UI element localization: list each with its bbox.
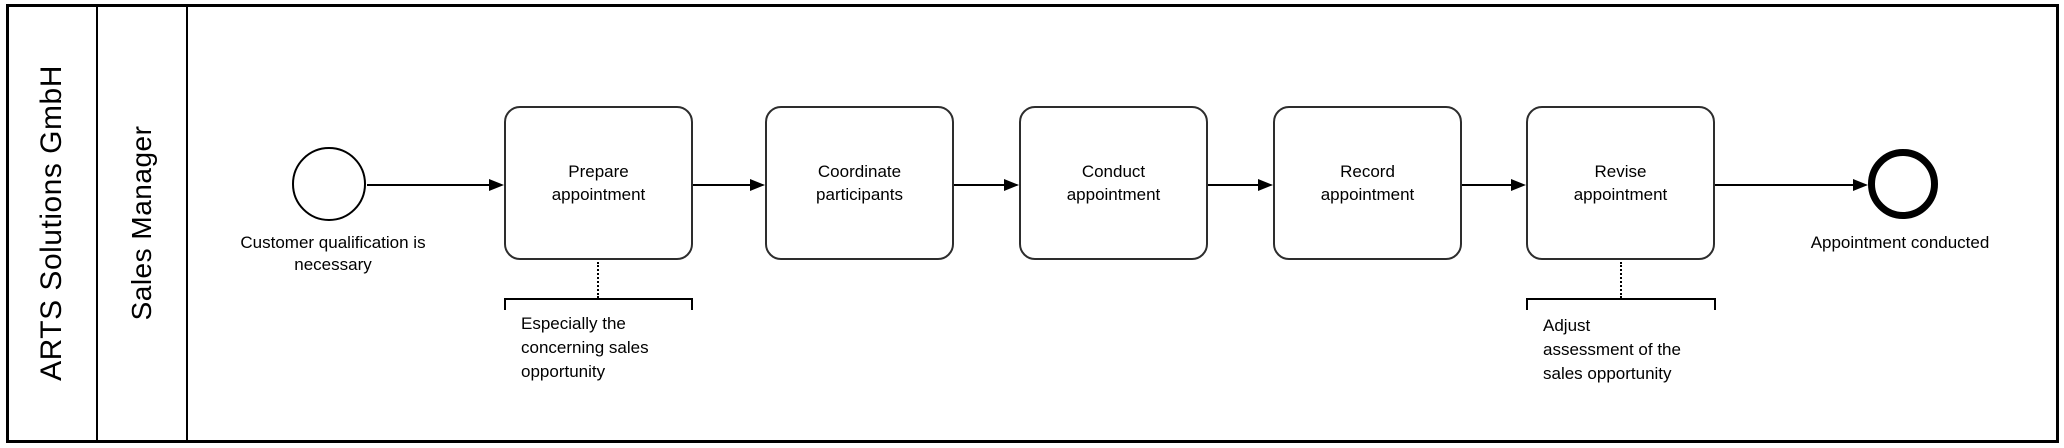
arrow-shaft <box>1715 183 1857 187</box>
task-label: Conduct appointment <box>1066 162 1161 204</box>
arrowhead-icon <box>1258 179 1273 191</box>
arrowhead-icon <box>1511 179 1526 191</box>
arrow-shaft <box>1462 183 1515 187</box>
association-dotted-line <box>1620 262 1622 298</box>
annotation-bracket <box>1526 298 1716 310</box>
arrow-shaft <box>954 183 1008 187</box>
arrow-shaft <box>1208 183 1262 187</box>
annotation-text: Adjust assessment of the sales opportuni… <box>1543 316 1681 383</box>
lane-content-divider <box>186 4 188 443</box>
association-dotted-line <box>597 262 599 298</box>
annotation-text: Especially the concerning sales opportun… <box>521 314 649 381</box>
pool-label: ARTS Solutions GmbH <box>35 65 68 381</box>
sequence-flow-arrow <box>1208 178 1273 192</box>
end-event[interactable] <box>1868 149 1938 219</box>
task-conduct-appointment[interactable]: Conduct appointment <box>1019 106 1208 260</box>
arrow-shaft <box>367 183 493 187</box>
end-event-label: Appointment conducted <box>1810 233 1990 252</box>
arrowhead-icon <box>750 179 765 191</box>
start-event-label: Customer qualification is necessary <box>240 233 426 274</box>
task-revise-appointment[interactable]: Revise appointment <box>1526 106 1715 260</box>
task-label: Prepare appointment <box>551 162 646 204</box>
task-label: Record appointment <box>1320 162 1415 204</box>
sequence-flow-arrow <box>693 178 765 192</box>
sequence-flow-arrow <box>367 178 504 192</box>
arrowhead-icon <box>1004 179 1019 191</box>
arrowhead-icon <box>1853 179 1868 191</box>
lane-label: Sales Manager <box>126 125 157 321</box>
pool-lane-divider <box>96 4 98 443</box>
sequence-flow-arrow <box>1462 178 1526 192</box>
sequence-flow-arrow <box>1715 178 1868 192</box>
task-label: Revise appointment <box>1573 162 1668 204</box>
task-record-appointment[interactable]: Record appointment <box>1273 106 1462 260</box>
task-label: Coordinate participants <box>816 162 903 204</box>
task-coordinate-participants[interactable]: Coordinate participants <box>765 106 954 260</box>
arrowhead-icon <box>489 179 504 191</box>
arrow-shaft <box>693 183 754 187</box>
annotation-bracket <box>504 298 693 310</box>
sequence-flow-arrow <box>954 178 1019 192</box>
start-event[interactable] <box>292 147 366 221</box>
task-prepare-appointment[interactable]: Prepare appointment <box>504 106 693 260</box>
